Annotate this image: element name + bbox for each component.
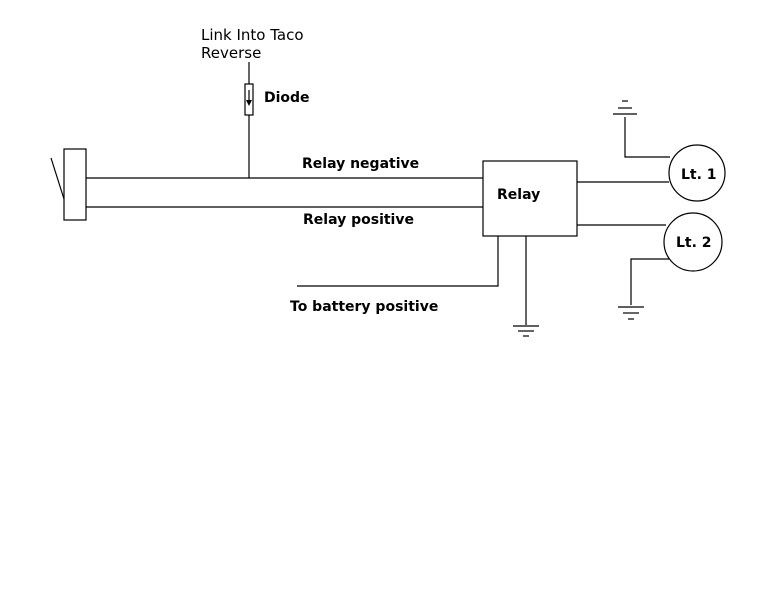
light2-circle: [663, 212, 723, 272]
switch-body: [63, 148, 87, 221]
link-label-line2: Reverse: [201, 44, 261, 62]
diode-arrow-head: [246, 100, 252, 106]
light2-label: Lt. 2: [676, 235, 712, 251]
light1-circle: [668, 144, 726, 202]
light2-ground-symbol: [618, 306, 644, 320]
battery-wire: [297, 236, 499, 287]
light1-ground-lead: [624, 117, 670, 158]
relay-negative-label: Relay negative: [302, 156, 419, 172]
switch-lever: [50, 157, 65, 200]
link-label-line1: Link Into Taco: [201, 26, 304, 44]
relay-ground-symbol: [513, 325, 539, 337]
battery-label: To battery positive: [290, 299, 438, 315]
relay-box: [482, 160, 578, 237]
light2-ground-lead: [630, 258, 669, 305]
light1-ground-symbol: [613, 100, 637, 115]
diode-label: Diode: [264, 90, 310, 106]
light1-label: Lt. 1: [681, 167, 717, 183]
relay-positive-label: Relay positive: [303, 212, 414, 228]
relay-label: Relay: [497, 187, 540, 203]
